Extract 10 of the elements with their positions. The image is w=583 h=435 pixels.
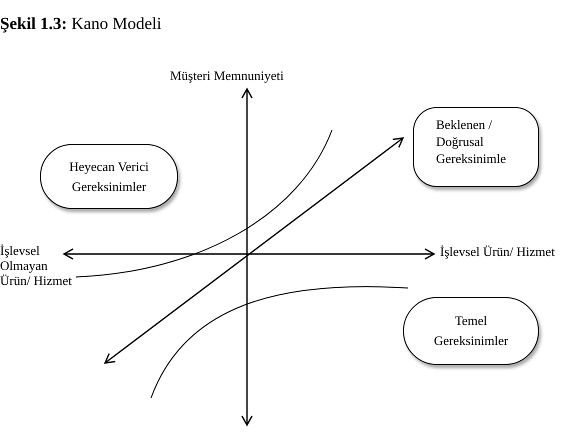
requirement-box bbox=[40, 144, 178, 209]
category-label: Temel Gereksinimler bbox=[432, 312, 510, 350]
axis-label: İşlevsel Olmayan Ürün/ Hizmet bbox=[0, 243, 73, 288]
axis-label: Müşteri Memnuniyeti bbox=[170, 68, 284, 83]
requirement-box bbox=[403, 297, 539, 365]
category-label: Beklenen / Doğrusal Gereksinimle bbox=[436, 116, 508, 167]
category-label: Heyecan Verici Gereksinimler bbox=[68, 158, 150, 196]
figure-title: Şekil 1.3: Kano Modeli bbox=[0, 14, 162, 34]
axis-label: İşlevsel Ürün/ Hizmet bbox=[440, 244, 555, 259]
requirement-box bbox=[413, 107, 539, 187]
